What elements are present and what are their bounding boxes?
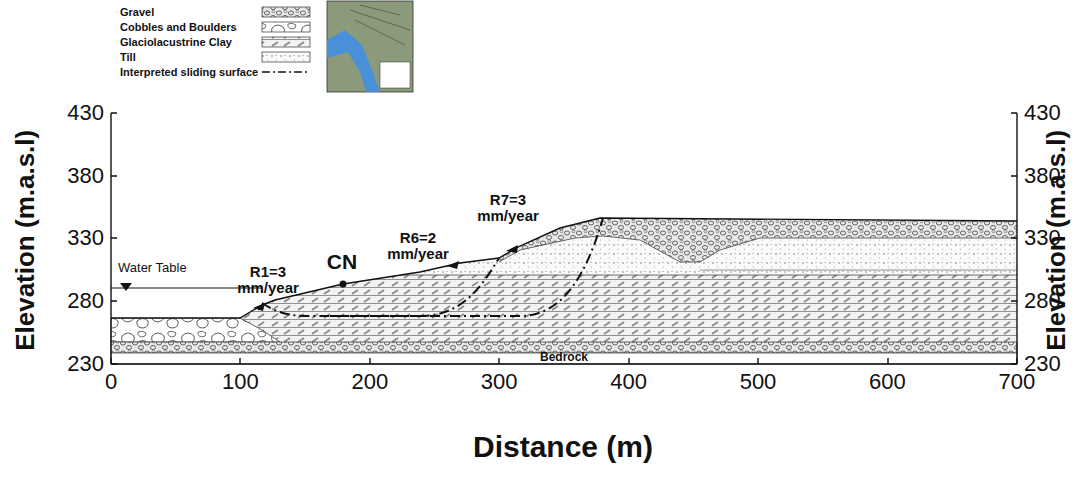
axis-tick-label: 400 <box>610 370 647 394</box>
axis-tick-label: 100 <box>222 370 259 394</box>
layer-label: Bedrock <box>540 351 588 364</box>
legend-label: Interpreted sliding surface <box>120 66 258 78</box>
axis-tick-label: 380 <box>67 164 104 188</box>
displacement-rate-label: R1=3 mm/year <box>236 264 300 297</box>
axis-tick-label: 430 <box>67 101 104 125</box>
legend-label: Till <box>120 51 136 63</box>
axis-tick-label: 600 <box>869 370 906 394</box>
axis-tick-label: 0 <box>105 370 117 394</box>
axis-tick-label: 700 <box>998 370 1035 394</box>
legend-label: Glaciolacustrine Clay <box>120 36 232 48</box>
axis-tick-label: 330 <box>67 226 104 250</box>
water-table-label: Water Table <box>118 261 187 275</box>
displacement-rate-label: R6=2 mm/year <box>386 230 450 263</box>
axis-tick-label: 300 <box>481 370 518 394</box>
station-label: CN <box>327 250 357 273</box>
legend-label: Cobbles and Boulders <box>120 21 237 33</box>
axis-tick-label: 200 <box>351 370 388 394</box>
axis-title: Elevation (m.a.s.l) <box>1043 129 1072 350</box>
axis-title: Distance (m) <box>473 430 653 463</box>
legend-label: Gravel <box>120 6 154 18</box>
axis-tick-label: 500 <box>740 370 777 394</box>
displacement-rate-label: R7=3 mm/year <box>476 192 540 225</box>
axis-tick-label: 230 <box>67 352 104 376</box>
axis-tick-label: 280 <box>67 289 104 313</box>
axis-title: Elevation (m.a.s.l) <box>12 129 41 350</box>
axis-tick-label: 430 <box>1024 101 1061 125</box>
